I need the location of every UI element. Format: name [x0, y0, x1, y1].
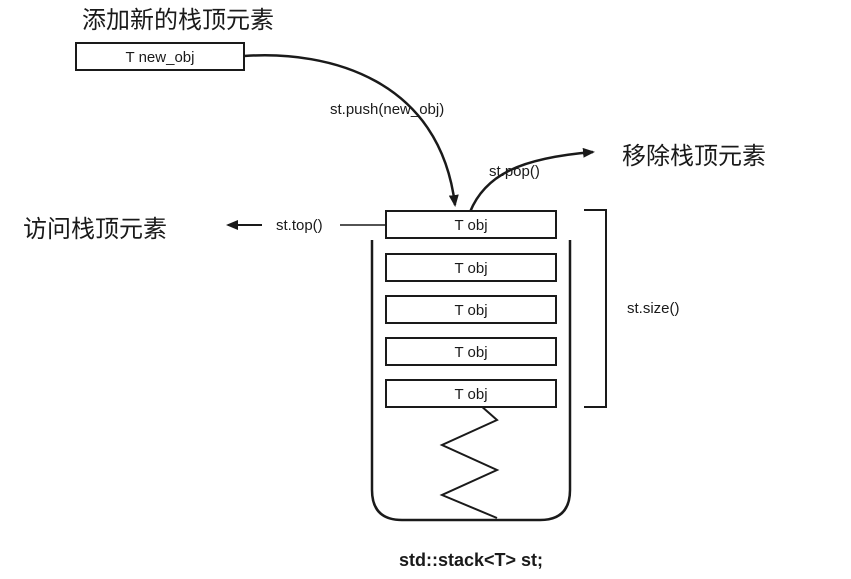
stack-item-label: T obj: [454, 260, 487, 277]
pop-arrow: [468, 147, 595, 213]
stack-container: [370, 240, 572, 522]
stack-item: T obj: [385, 337, 557, 366]
size-operation-label: st.size(): [627, 300, 680, 317]
stack-spring: [439, 404, 500, 519]
size-bracket: [584, 209, 607, 408]
stack-item: T obj: [385, 210, 557, 239]
stack-item-label: T obj: [454, 217, 487, 234]
push-operation-label: st.push(new_obj): [330, 101, 444, 118]
new-element-label: T new_obj: [126, 49, 195, 66]
stack-item: T obj: [385, 253, 557, 282]
top-operation-label: st.top(): [276, 217, 323, 234]
pop-operation-label: st.pop(): [489, 163, 540, 180]
stack-item-label: T obj: [454, 386, 487, 403]
stack-item: T obj: [385, 295, 557, 324]
push-arrow: [243, 54, 459, 207]
new-element-box: T new_obj: [75, 42, 245, 71]
add-top-element-label: 添加新的栈顶元素: [82, 6, 274, 34]
stack-item-label: T obj: [454, 344, 487, 361]
stack-item: T obj: [385, 379, 557, 408]
remove-top-element-label: 移除栈顶元素: [622, 142, 766, 170]
diagram-caption: std::stack<T> st;: [399, 550, 543, 570]
stack-item-label: T obj: [454, 302, 487, 319]
access-top-element-label: 访问栈顶元素: [23, 215, 167, 243]
